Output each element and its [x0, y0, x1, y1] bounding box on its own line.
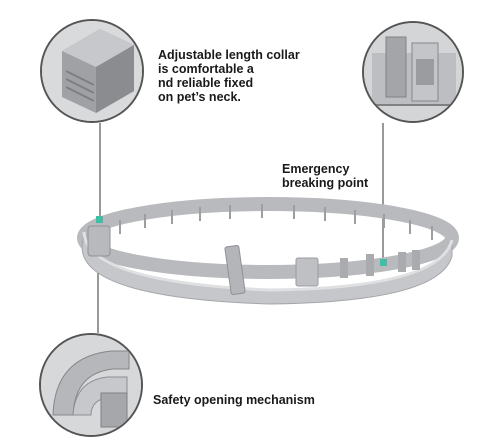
marker-breaking	[380, 259, 387, 266]
callout-adjustable-closeup	[40, 19, 144, 123]
collar-ring-front	[81, 225, 454, 305]
callout-breaking-closeup	[362, 21, 464, 123]
emergency-breaking-label: Emergency breaking point	[282, 162, 369, 190]
callout-safety-closeup	[39, 333, 143, 437]
marker-collar	[96, 216, 103, 223]
safety-opening-label: Safety opening mechanism	[153, 393, 315, 407]
adjustable-collar-label: Adjustable length collar is comfortable …	[158, 48, 300, 104]
collar-ring-back	[77, 197, 459, 279]
